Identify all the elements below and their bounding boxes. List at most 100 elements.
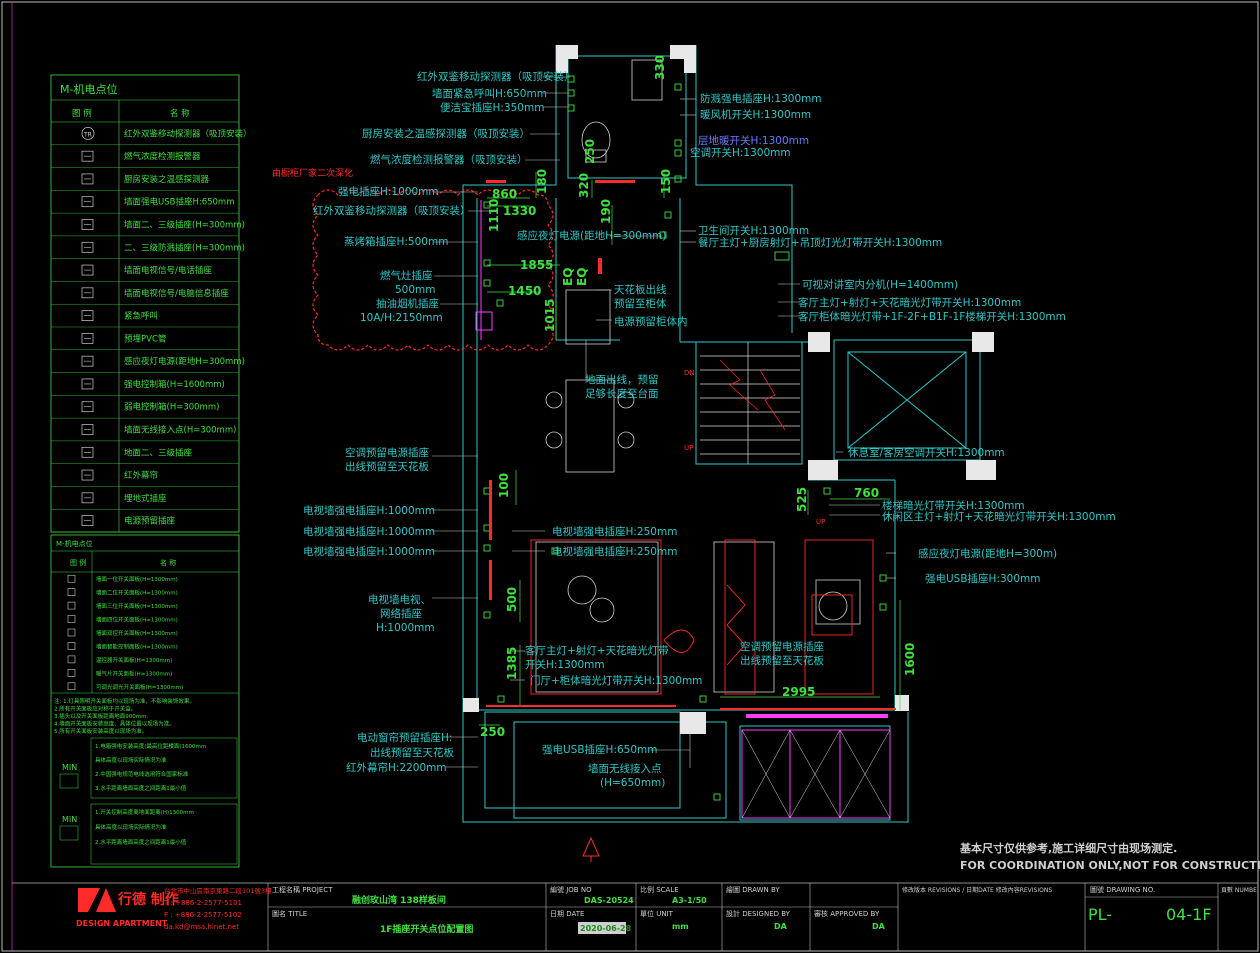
legend-row: 电源预留插座 (51, 515, 239, 533)
switch-panel-icon (67, 601, 76, 610)
usb-icon (81, 196, 94, 208)
sock-icon (81, 219, 94, 230)
legend-note: 2.所有开关面板应对称于开关盒。 (54, 705, 136, 713)
note-box2-line: 1.开关控制高度离地面距离(H)1300mm (95, 808, 194, 816)
drawing-title: 1F插座开关点位配置图 (380, 923, 473, 935)
dim-eq-1: EQ (561, 268, 575, 286)
plan-labels: 红外双鉴移动探测器（吸顶安装） 墙面紧急呼叫H:650mm 便洁宝插座H:350… (272, 70, 1116, 789)
label-night-power: 感应夜灯电源(距地H=300m) (918, 547, 1057, 560)
red-furniture (530, 539, 874, 695)
label-dining-switch: 餐厅主灯+厨房射灯+吊顶灯光灯带开关H:1300mm (698, 236, 942, 249)
gas-icon (81, 150, 94, 162)
stair (700, 342, 800, 464)
TR-icon: TR (81, 127, 95, 140)
legend-row: TR 红外双鉴移动探测器（吸顶安装） (51, 127, 252, 145)
leader-lines (432, 76, 896, 768)
label-intercom: 可视对讲室内分机(H=1400mm) (802, 278, 958, 291)
label-exhaust: 暖风机开关H:1300mm (700, 108, 811, 121)
revisions-label: 修改版本 REVISIONS / 日期DATE 修改內容REVISIONS (902, 886, 1052, 894)
drawing-title-label: 圖名 TITLE (272, 909, 307, 918)
switch-panel-icon (67, 628, 76, 637)
red-indicators (486, 180, 896, 718)
label-ceiling-out: 天花板出线 (614, 283, 667, 296)
company-cn: 行德 制作 (117, 891, 179, 908)
label-hood-spec: 10A/H:2150mm (360, 312, 443, 324)
legend-col-name: 名 称 (170, 108, 190, 119)
dim-525: 525 (795, 487, 809, 512)
label-tv-wall-3: 电视墙强电插座H:1000mm (303, 545, 435, 558)
company-tel: T : +886-2-2577-5101 (163, 899, 242, 907)
dim-330: 330 (653, 55, 667, 80)
legend2-item-label: 墙面智能控制面板(H=1300mm) (96, 642, 178, 650)
legend-item-label: 墙面强电USB插座H:650mm (124, 197, 235, 208)
label-living-main: 客厅主灯+射灯+天花暗光灯带 (525, 644, 669, 657)
label-lounge-sw: 休闲区主灯+射灯+天花暗光灯带开关H:1300mm (882, 510, 1116, 523)
company-logo: 行德 制作 DESIGN APARTMENT 台北市中山區南京東路二段101號3… (76, 886, 272, 931)
dim-1450: 1450 (508, 284, 541, 298)
legend-panel-2: M-机电点位 图 例 名 称 墙面一位开关面板(H=1300mm)墙面二位开关面… (50, 534, 240, 868)
label-ac-reserve: 空调预留电源插座 (740, 640, 824, 653)
smoke-icon (81, 173, 94, 185)
dimension-lines (479, 170, 901, 726)
label-sos-bell: 墙面紧急呼叫H:650mm (432, 87, 547, 100)
legend-item-label: 红外双鉴移动探测器（吸顶安装） (124, 128, 252, 139)
legend-row: 强电控制箱(H=1600mm) (51, 378, 239, 396)
note-box2-line: 2.水平距离墙面高度之间距离1最小值 (95, 838, 187, 846)
label-tv-socket-2: 电视墙强电插座H:250mm (552, 545, 677, 558)
legend2-row: 墙面双控开关面板(H=1300mm) (67, 628, 178, 637)
dim-250b: 250 (480, 725, 505, 739)
label-wifi-h: (H=650mm) (600, 777, 665, 789)
label-dn: DN (684, 369, 695, 377)
dim-1600: 1600 (903, 643, 917, 676)
unit-value: mm (672, 922, 689, 931)
legend2-row: 墙面四位开关面板(H=1300mm) (67, 615, 178, 624)
legend-item-label: 紧急呼叫 (124, 311, 158, 322)
unit-label: 單位 UNIT (640, 909, 674, 918)
dim-150: 150 (659, 169, 673, 194)
revision-cloud (312, 189, 554, 351)
legend-row: 弱电控制箱(H=300mm) (51, 401, 239, 419)
drawn-label: 繪圖 DRAWN BY (726, 885, 780, 894)
job-no: DAS-20524 (584, 896, 634, 905)
project-label: 工程名稱 PROJECT (272, 885, 333, 894)
label-up-2: UP (816, 518, 825, 526)
legend2-row: 墙面一位开关面板(H=1300mm) (67, 574, 178, 583)
legend-item-label: 地面二、三级插座 (124, 447, 193, 458)
legend-row: 墙面强电USB插座H:650mm (51, 196, 239, 214)
switch-panel-icon (67, 669, 76, 677)
label-usb-650: 强电USB插座H:650mm (542, 743, 658, 756)
legend-item-label: 埋地式插座 (124, 493, 167, 504)
approved-value: DA (872, 922, 886, 931)
label-floor-out: 地面出线，预留 (585, 373, 659, 386)
dim-500: 500 (505, 587, 519, 612)
date-value: 2020-06-28 (580, 924, 632, 933)
legend2-item-label: 可调光调光开关面板(H=1300mm) (96, 683, 183, 691)
label-hood: 抽油烟机插座 (376, 297, 439, 310)
label-floor-heat: 层地暖开关H:1300mm (698, 134, 809, 147)
label-ir-detector-2: 红外双鉴移动探测器（吸顶安装） (313, 204, 471, 217)
label-toilet-socket: 便洁宝插座H:350mm (440, 101, 544, 114)
dim-250: 250 (583, 139, 597, 164)
legend-row: 厨房安装之温感探测器 (51, 173, 239, 191)
legend-note: 5.所有开关面板安装高度以现场为准。 (54, 727, 147, 735)
label-living-main-2: 开关H:1300mm (525, 658, 605, 671)
legend-row: 墙面无线接入点(H=300mm) (51, 424, 239, 442)
label-recheck: 由橱柜厂家二次深化 (272, 167, 353, 179)
svg-text:TR: TR (83, 131, 92, 138)
label-tv-wall-2: 电视墙强电插座H:1000mm (303, 525, 435, 538)
legend-item-label: 厨房安装之温感探测器 (124, 174, 210, 185)
label-bath-switch: 卫生间开关H:1300mm (698, 224, 809, 237)
legend2-row: 可调光调光开关面板(H=1300mm) (67, 682, 183, 691)
ap-icon (81, 424, 94, 435)
legend-item-label: 燃气浓度检测报警器 (124, 151, 201, 162)
label-wifi: 墙面无线接入点 (588, 762, 662, 775)
dim-860: 860 (492, 187, 517, 201)
sos-icon (81, 310, 94, 321)
legend-row: 紧急呼叫 (51, 310, 239, 328)
legend-item-label: 感应夜灯电源(距地H=300mm) (124, 356, 245, 367)
label-tv-net-3: H:1000mm (376, 622, 435, 634)
job-label: 編號 JOB NO (550, 885, 592, 894)
label-gas-stove-h: 500mm (395, 284, 436, 296)
company-address: 台北市中山區南京東路二段101號3樓 (164, 886, 272, 895)
label-usb-300: 强电USB插座H:300mm (925, 572, 1041, 585)
